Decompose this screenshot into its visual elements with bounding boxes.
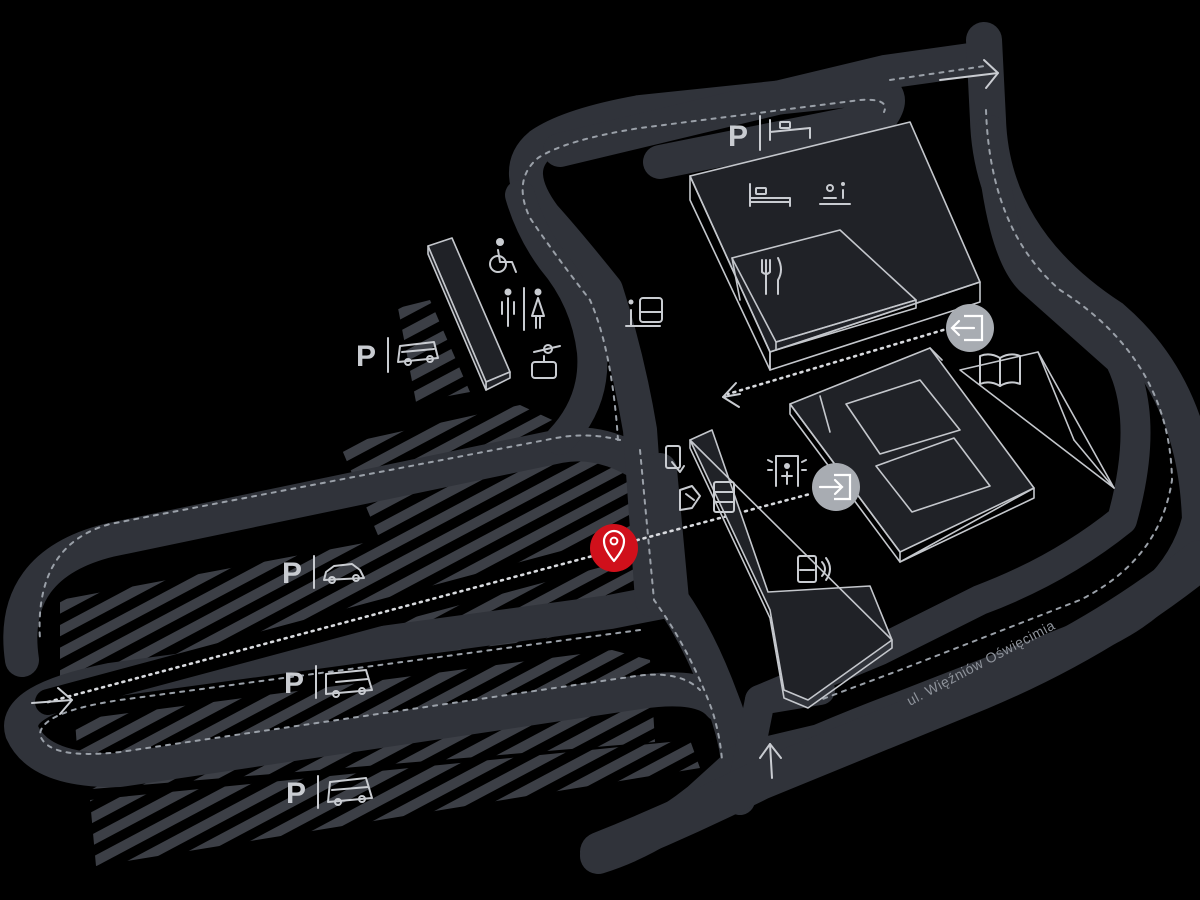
arrow-top-right-icon	[939, 59, 999, 89]
road-service	[505, 180, 608, 455]
road-upper-diagonal	[3, 427, 667, 677]
arrow-left-icon	[31, 687, 73, 715]
parking-letter: P	[728, 120, 748, 153]
bed-icon	[749, 183, 791, 207]
cloakroom-icon	[679, 485, 701, 511]
route-dotted-line	[46, 552, 602, 704]
navigation-route	[35, 326, 952, 715]
parking-area-coach	[90, 740, 700, 866]
arrow-up-icon	[759, 743, 782, 779]
building-west-block	[427, 237, 511, 391]
parking-letter: P	[284, 667, 304, 700]
road-southeast	[580, 540, 1200, 872]
car-icon	[323, 563, 365, 584]
parking-sign-coach: P	[286, 775, 373, 810]
restaurant-icon	[761, 257, 782, 295]
security-gate-icon	[767, 455, 807, 487]
route-dotted-to-entrance	[628, 492, 812, 544]
restroom-icon	[501, 287, 545, 331]
buildings	[427, 121, 1115, 709]
parking-letter: P	[282, 557, 302, 590]
exit-icon[interactable]	[946, 304, 994, 352]
arrows	[31, 59, 999, 779]
parking-sign-bus: P	[284, 665, 373, 700]
building-gate	[689, 429, 893, 709]
road-east-south	[745, 115, 1151, 715]
coach-icon	[327, 777, 373, 806]
road-north-top	[543, 41, 1002, 167]
roads	[3, 22, 1200, 874]
phone-charging-icon	[665, 445, 685, 473]
arrow-exit-icon	[722, 382, 741, 408]
centerline-upper	[38, 434, 621, 641]
parking-area-minibus	[398, 300, 470, 402]
parking-sign-minibus: P	[356, 337, 439, 373]
reception-icon	[819, 182, 851, 205]
centerline-north	[521, 98, 886, 441]
centerline-east	[819, 109, 1174, 701]
building-museum	[789, 347, 1035, 563]
minibus-icon	[397, 341, 439, 366]
centerline-west-loop	[38, 629, 701, 755]
road-center-lines	[38, 65, 1174, 761]
parking-sign-car: P	[282, 555, 365, 590]
hotel-bed-icon	[769, 119, 811, 141]
parking-letter: P	[356, 340, 376, 373]
parking-sign-hotel: P	[728, 115, 811, 153]
centerline-central	[639, 449, 723, 761]
parking-letter: P	[286, 777, 306, 810]
audio-guide-icon	[797, 555, 831, 583]
bus-icon	[325, 669, 373, 698]
locker-icon	[713, 481, 735, 513]
entrance-icon[interactable]	[812, 463, 860, 511]
info-bus-icon	[625, 297, 663, 327]
wheelchair-icon	[489, 238, 517, 273]
centerline-north-top	[889, 65, 986, 81]
location-pin-icon[interactable]	[590, 524, 638, 572]
cable-car-icon	[531, 344, 561, 379]
book-icon	[979, 353, 1021, 387]
